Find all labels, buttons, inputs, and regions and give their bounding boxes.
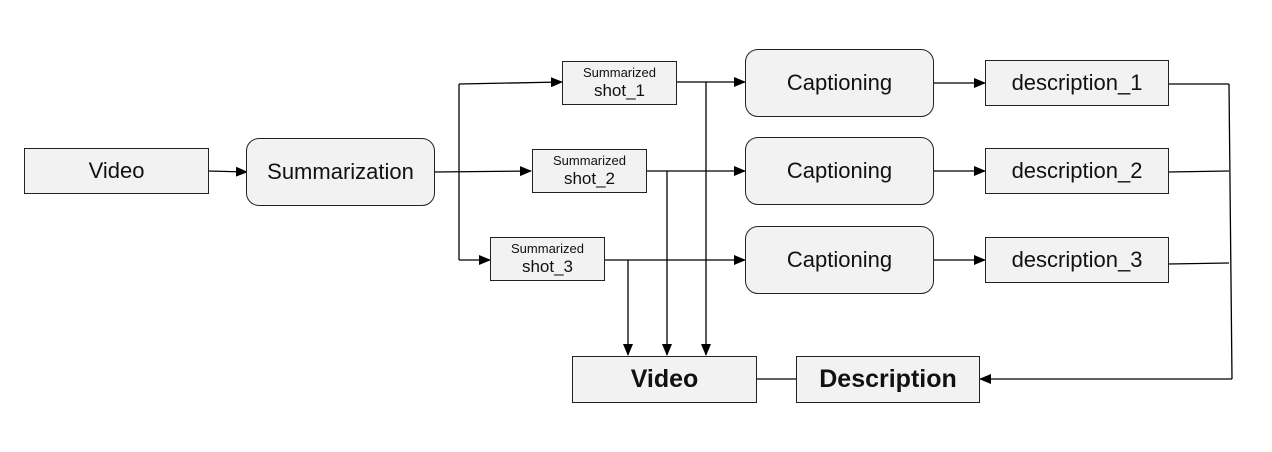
shot-3-line1: Summarized <box>511 241 584 257</box>
arrow-to-shot1 <box>458 77 563 88</box>
video-output-box: Video <box>572 356 757 403</box>
summarization-box: Summarization <box>246 138 435 206</box>
captioning-3-label: Captioning <box>786 247 893 272</box>
shot-3-box: Summarized shot_3 <box>490 237 605 281</box>
arrow-summarization-to-shot2 <box>433 166 532 177</box>
description-3-label: description_3 <box>1011 247 1143 272</box>
line-desc3-out <box>1167 262 1230 265</box>
captioning-3-box: Captioning <box>745 226 934 294</box>
shot-1-box: Summarized shot_1 <box>562 61 677 105</box>
shot-1-line1: Summarized <box>583 65 656 81</box>
video-input-label: Video <box>88 158 145 183</box>
shot-2-line1: Summarized <box>553 153 626 169</box>
description-2-box: description_2 <box>985 148 1169 194</box>
summarization-label: Summarization <box>267 159 414 184</box>
description-2-label: description_2 <box>1011 158 1143 183</box>
captioning-1-label: Captioning <box>786 70 893 95</box>
shot-1-line2: shot_1 <box>593 80 646 100</box>
description-1-box: description_1 <box>985 60 1169 106</box>
captioning-2-label: Captioning <box>786 158 893 183</box>
collector-vertical <box>1228 83 1233 380</box>
description-output-box: Description <box>796 356 980 403</box>
description-output-label: Description <box>819 365 957 393</box>
shot-3-line2: shot_3 <box>521 256 574 276</box>
captioning-2-box: Captioning <box>745 137 934 205</box>
shot-2-line2: shot_2 <box>563 168 616 188</box>
video-input-box: Video <box>24 148 209 194</box>
line-desc2-out <box>1167 170 1230 173</box>
arrow-video-to-summarization <box>207 166 248 177</box>
captioning-1-box: Captioning <box>745 49 934 117</box>
video-output-label: Video <box>630 365 699 393</box>
shot-2-box: Summarized shot_2 <box>532 149 647 193</box>
description-3-box: description_3 <box>985 237 1169 283</box>
description-1-label: description_1 <box>1011 70 1143 95</box>
